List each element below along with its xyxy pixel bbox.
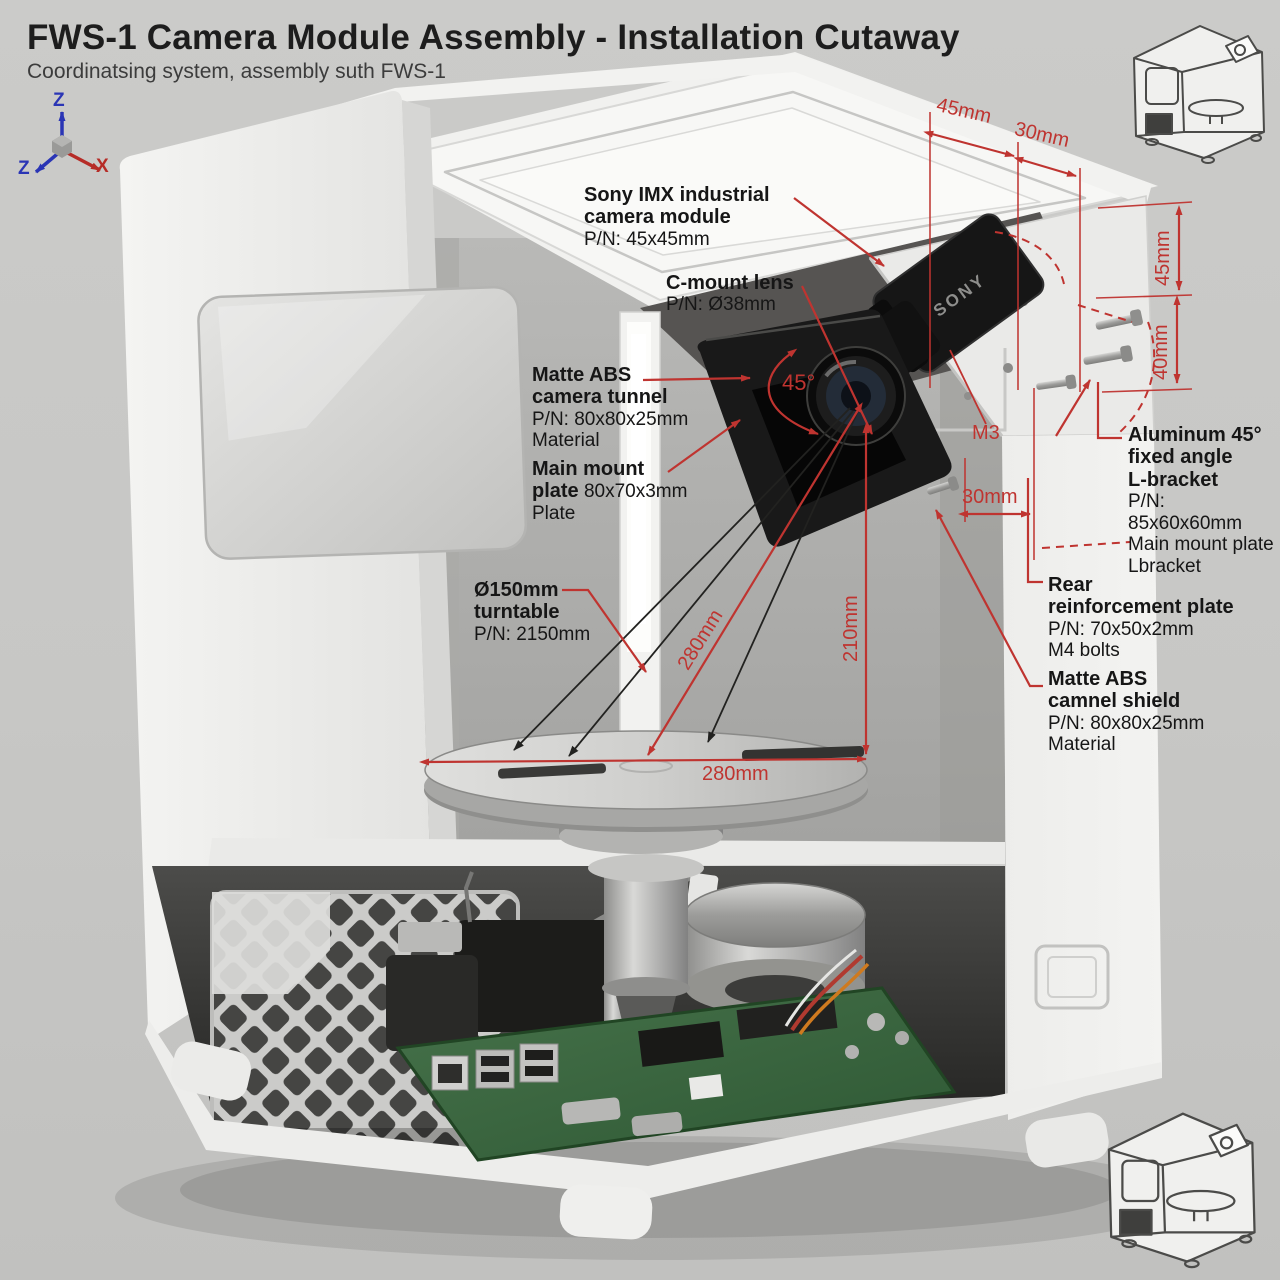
callout-l-bracket: Aluminum 45° fixed angle L-bracket P/N: …	[1128, 424, 1278, 578]
callout-main-mount-plate: Main mount plate 80x70x3mm Plate	[532, 458, 687, 525]
dim-angle-45deg: 45°	[782, 370, 816, 395]
dim-right-40mm: 40mm	[1150, 324, 1172, 380]
callout-mainmount-plate: Plate	[532, 503, 576, 525]
axis-label-z-up: Z	[53, 90, 65, 111]
callout-rear-plate: Rear reinforcement plate P/N: 70x50x2mm …	[1048, 574, 1258, 662]
thumbnail-top-right	[1133, 25, 1265, 164]
right-wall	[1002, 434, 1162, 1120]
axis-label-x: X	[96, 156, 109, 177]
callout-cmount-pn: P/N: Ø38mm	[666, 294, 776, 316]
dim-vert-210mm: 210mm	[840, 595, 862, 662]
callout-tunnel-pn: P/N: 80x80x25mm	[532, 408, 689, 430]
base-band	[145, 1020, 1162, 1198]
callout-cmount-line1: C-mount lens	[666, 272, 794, 294]
turntable-disc	[424, 730, 868, 832]
callout-shield-line1: Matte ABS	[1048, 668, 1148, 690]
callout-lbracket-line1: Aluminum 45°	[1128, 424, 1262, 446]
callout-sony-pn: P/N: 45x45mm	[584, 228, 710, 250]
callout-turntable-pn: P/N: 2150mm	[474, 623, 591, 645]
callout-camera-tunnel: Matte ABS camera tunnel P/N: 80x80x25mm …	[532, 364, 688, 452]
callout-lbracket-line2: fixed angle	[1128, 446, 1233, 469]
callout-tunnel-line2: camera tunnel	[532, 386, 668, 409]
thumbnail-bottom-right	[1107, 1112, 1256, 1269]
callout-rear-line1: Rear	[1048, 574, 1093, 596]
dim-m3: M3	[972, 422, 1000, 444]
callout-lbracket-note2: Lbracket	[1128, 556, 1201, 578]
side-port-outline	[1034, 944, 1110, 1010]
callout-cmount-lens: C-mount lens P/N: Ø38mm	[666, 272, 794, 316]
callout-rear-line2: reinforcement plate	[1048, 596, 1234, 619]
callout-mainmount-line2-rest: 80x70x3mm	[578, 481, 688, 503]
callout-lbracket-note1: Main mount plate	[1128, 534, 1274, 556]
callout-lbracket-pn: P/N: 85x60x60mm	[1128, 491, 1243, 534]
callout-shield-line2: camnel shield	[1048, 690, 1181, 713]
callout-mainmount-line2-bold: plate	[532, 480, 579, 503]
callout-tunnel-material: Material	[532, 430, 600, 452]
dim-table-280mm: 280mm	[702, 763, 769, 785]
lens	[806, 346, 906, 446]
callout-mainmount-line2: plate 80x70x3mm	[532, 480, 687, 503]
dim-mid-30mm: 30mm	[962, 486, 1018, 508]
annotation-red-lines	[419, 112, 1193, 766]
disc-slot-left	[498, 763, 606, 779]
page-title: FWS-1 Camera Module Assembly - Installat…	[27, 18, 960, 57]
callout-rear-pn: P/N: 70x50x2mm	[1048, 618, 1194, 640]
pcb-board	[395, 948, 957, 1162]
callout-turntable-line1: Ø150mm	[474, 579, 559, 601]
roof-cap	[120, 54, 1152, 206]
callout-sony-camera: Sony IMX industrial camera module P/N: 4…	[584, 184, 770, 250]
axis-widget	[34, 111, 101, 174]
callout-lbracket-line3: L-bracket	[1128, 468, 1219, 491]
callout-shield-pn: P/N: 80x80x25mm	[1048, 712, 1205, 734]
dim-right-45mm: 45mm	[1152, 230, 1174, 286]
bearing-cylinder	[684, 882, 866, 1015]
callout-sony-line1: Sony IMX industrial	[584, 184, 770, 206]
acrylic-window	[197, 285, 528, 560]
callout-turntable-line2: turntable	[474, 601, 560, 624]
machine-feet	[170, 1041, 1109, 1240]
callout-sony-line2: camera module	[584, 206, 731, 229]
mid-shelf	[208, 838, 1005, 868]
callout-tunnel-line1: Matte ABS	[532, 364, 632, 386]
callout-rear-bolts: M4 bolts	[1048, 640, 1120, 662]
callout-shield-material: Material	[1048, 734, 1116, 756]
callout-mainmount-line1: Main mount	[532, 458, 645, 480]
page-subtitle: Coordinatsing system, assembly suth FWS-…	[27, 60, 446, 83]
left-wall	[119, 91, 528, 1036]
axis-label-z-left: Z	[18, 158, 30, 179]
callout-turntable: Ø150mm turntable P/N: 2150mm	[474, 579, 590, 645]
callout-camera-shield: Matte ABS camnel shield P/N: 80x80x25mm …	[1048, 668, 1248, 756]
